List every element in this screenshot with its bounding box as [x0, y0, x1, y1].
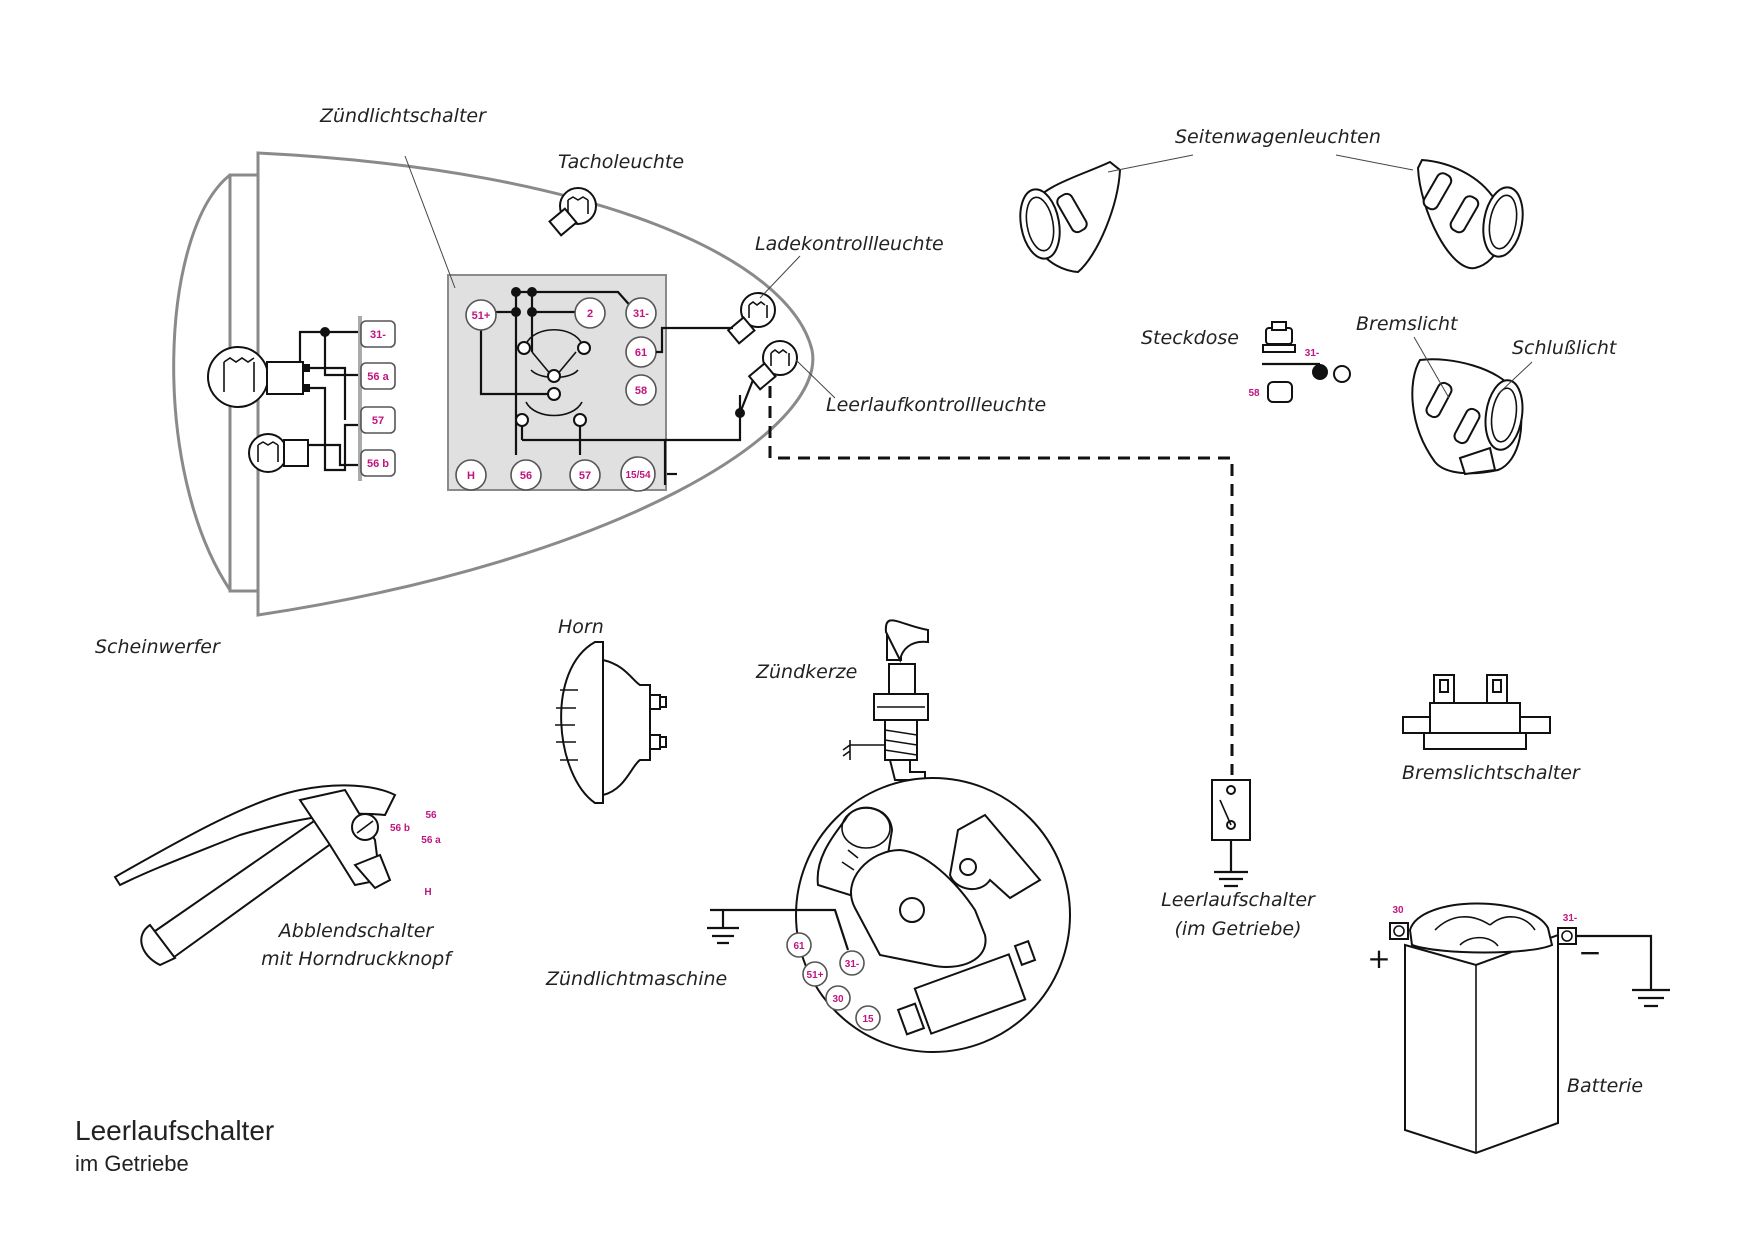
label-scheinwerfer: Scheinwerfer [95, 636, 221, 658]
label-zuendlichtmaschine: Zündlichtmaschine [545, 968, 727, 990]
socket: 31- 58 [1248, 321, 1351, 403]
bat-terminal-30: 30 [1392, 905, 1404, 916]
dimmer-terminals: 56 56 b 56 a H [390, 810, 441, 898]
bat-plus-sign: + [1367, 942, 1390, 975]
headlight-bulbs: 31- 56 a 57 56 b [207, 316, 396, 481]
diagram-title: Leerlaufschalter [75, 1115, 274, 1146]
label-batterie: Batterie [1567, 1075, 1643, 1097]
neutral-switch [1211, 779, 1251, 888]
gen-terminal-31: 31- [845, 959, 859, 970]
switch-internal-wiring [479, 287, 677, 485]
gen-terminal-61: 61 [793, 941, 805, 952]
dim-terminal-56a: 56 a [421, 835, 441, 846]
brake-tail-lamp [1411, 358, 1524, 476]
bat-terminal-31: 31- [1563, 913, 1577, 924]
label-horndruckknopf: mit Horndruckknopf [261, 948, 454, 970]
terminal-31: 31- [633, 308, 649, 320]
neutral-switch-wire [768, 386, 1234, 775]
terminal-61: 61 [635, 347, 647, 359]
spark-plug [842, 619, 929, 781]
label-seitenwagenleuchten: Seitenwagenleuchten [1175, 126, 1381, 148]
label-schlusslicht: Schlußlicht [1512, 337, 1618, 359]
label-leerlaufschalter: Leerlaufschalter [1161, 889, 1316, 911]
horn [555, 641, 667, 804]
label-im-getriebe: (im Getriebe) [1174, 918, 1301, 940]
terminal-56: 56 [520, 470, 532, 482]
socket-terminal-31: 31- [1305, 348, 1319, 359]
brake-light-switch [1402, 674, 1551, 750]
component-labels: Zündlichtschalter Tacholeuchte Ladekontr… [95, 105, 1643, 1097]
label-ladekontrollleuchte: Ladekontrollleuchte [755, 233, 944, 255]
gen-terminal-30: 30 [832, 994, 844, 1005]
dim-terminal-56b: 56 b [390, 823, 410, 834]
terminal-H: H [467, 470, 475, 482]
label-zuendkerze: Zündkerze [755, 661, 857, 683]
dim-terminal-H: H [424, 887, 431, 898]
label-bremslichtschalter: Bremslichtschalter [1402, 762, 1581, 784]
sidecar-lamp-left [1019, 160, 1122, 274]
terminal-57: 57 [579, 470, 591, 482]
hl-terminal-56b: 56 b [367, 458, 389, 470]
terminal-2: 2 [587, 308, 593, 320]
label-leerlaufkontrollleuchte: Leerlaufkontrollleuchte [826, 394, 1046, 416]
hl-terminal-57: 57 [372, 415, 384, 427]
label-horn: Horn [558, 616, 604, 638]
bat-minus-sign: − [1578, 936, 1601, 969]
gen-terminal-15: 15 [862, 1014, 874, 1025]
sidecar-lamp-right [1416, 158, 1524, 270]
leader-lines [404, 154, 1533, 399]
tacho-lamp [548, 187, 597, 237]
dimmer-switch [113, 784, 397, 967]
label-zuendlichtschalter: Zündlichtschalter [319, 105, 487, 127]
label-abblendschalter: Abblendschalter [277, 920, 435, 942]
switch-terminals: 51+ 2 31- 61 58 H 56 57 15/54 [455, 297, 657, 492]
label-bremslicht: Bremslicht [1356, 313, 1459, 335]
gen-terminal-51plus: 51+ [807, 970, 824, 981]
dim-terminal-56: 56 [425, 810, 437, 821]
hl-terminal-56a: 56 a [367, 371, 389, 383]
label-tacholeuchte: Tacholeuchte [558, 151, 684, 173]
label-steckdose: Steckdose [1141, 327, 1239, 349]
battery: 30 31- + − [1367, 902, 1670, 1155]
terminal-15-54: 15/54 [625, 470, 650, 481]
socket-terminal-58: 58 [1248, 388, 1260, 399]
indicator-lamps [656, 292, 798, 442]
terminal-58: 58 [635, 385, 647, 397]
diagram-subtitle: im Getriebe [75, 1151, 189, 1176]
terminal-51plus: 51+ [472, 310, 491, 322]
generator: 61 51+ 31- 30 15 [707, 777, 1071, 1053]
hl-terminal-31: 31- [370, 329, 386, 341]
